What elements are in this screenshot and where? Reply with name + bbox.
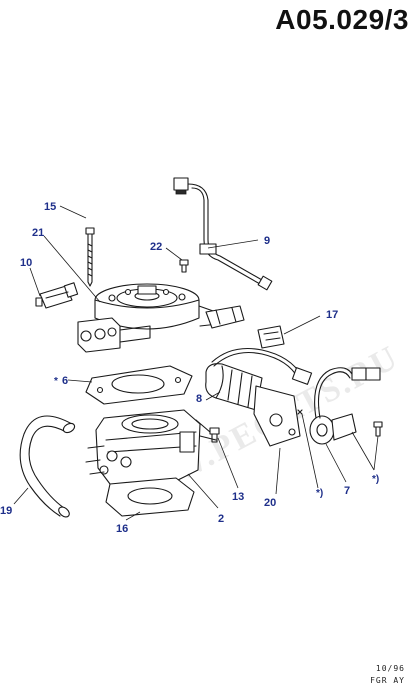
part-8-actuator [205,347,313,447]
callout-6-star: * [54,376,58,387]
callout-10: 10 [20,257,32,269]
callout-22: 22 [150,241,162,253]
callout-2: 2 [218,513,224,525]
callout-13: 13 [232,491,244,503]
part-9-harness [173,177,273,291]
part-17-clip [257,325,285,349]
note-star-a: *) [316,488,323,499]
callout-7: 7 [344,485,350,497]
leader-lines [13,205,379,521]
part-6-gasket [85,365,193,405]
throttle-bracket [205,305,245,329]
footer-code: FGR AY [370,676,405,685]
callout-21: 21 [32,227,44,239]
part-19-hose [19,415,76,518]
part-16-base-gasket [105,477,195,517]
callout-20: 20 [264,497,276,509]
part-7-sensor [309,367,383,445]
callouts: 15 21 22 9 10 17 * 6 8 19 13 2 20 7 16 *… [0,201,379,535]
callout-8: 8 [196,393,202,405]
part-15-bolt [85,227,95,287]
part-21-upper-housing [77,283,219,353]
part-2-throttle-body [85,409,217,485]
callout-17: 17 [326,309,338,321]
footer-date: 10/96 [375,664,405,673]
part-22-screw [179,259,189,273]
part-13-screw [209,427,220,443]
note-star-b: *) [372,474,379,485]
callout-9: 9 [264,235,270,247]
diagram-reference-code: A05.029/3 [275,4,409,35]
callout-19: 19 [0,505,12,517]
callout-6: 6 [62,375,68,387]
part-10-sensor [35,282,79,309]
callout-16: 16 [116,523,128,535]
callout-15: 15 [44,201,56,213]
